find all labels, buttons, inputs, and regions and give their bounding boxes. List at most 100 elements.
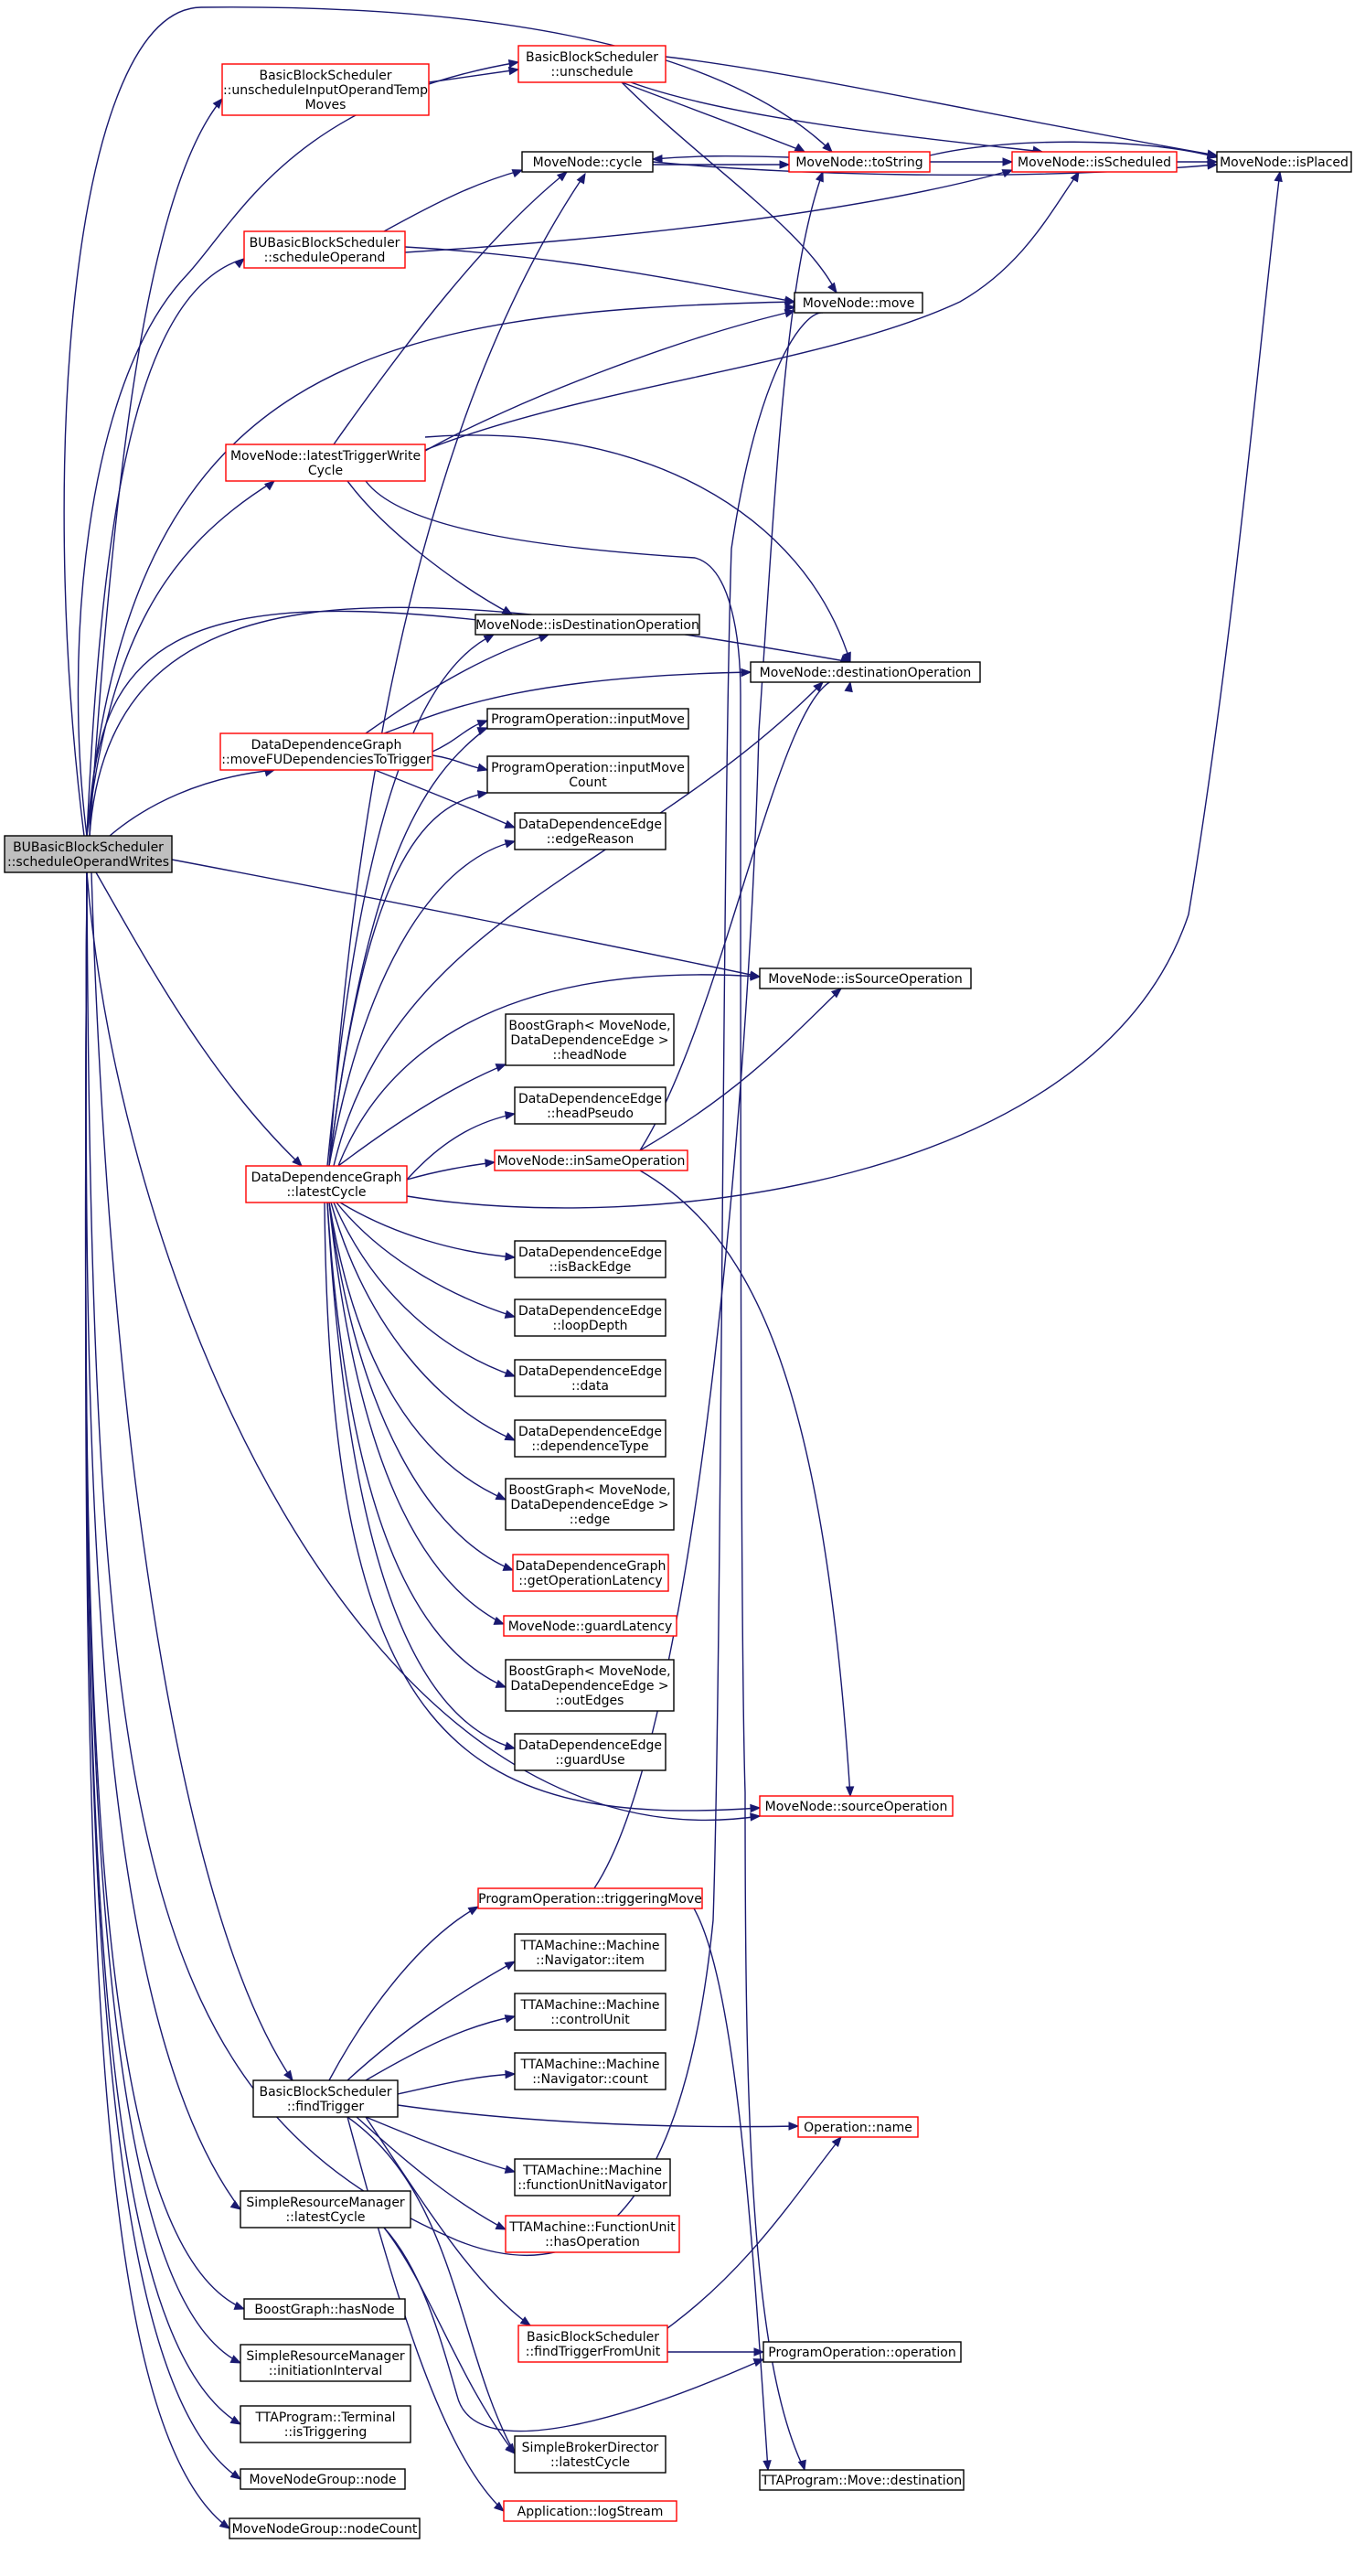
node-op-name[interactable]: Operation::name <box>797 2116 919 2138</box>
node-label-line: ::findTrigger <box>287 2100 365 2114</box>
arrowhead <box>504 2164 517 2174</box>
node-label-line: ::latestCycle <box>286 1185 366 1200</box>
node-tta-funav[interactable]: TTAMachine::Machine::functionUnitNavigat… <box>514 2158 671 2197</box>
node-label-line: ::latestCycle <box>285 2210 365 2225</box>
arrowhead <box>504 1432 517 1441</box>
node-dde-edgereason[interactable]: DataDependenceEdge::edgeReason <box>514 812 667 850</box>
node-dde-data[interactable]: DataDependenceEdge::data <box>514 1359 667 1397</box>
arrowhead <box>750 1812 762 1822</box>
node-box <box>245 1165 408 1203</box>
node-label-line: ::hasOperation <box>545 2235 640 2250</box>
call-edge <box>356 2116 507 2230</box>
node-mn-sourceop[interactable]: MoveNode::sourceOperation <box>759 1795 954 1817</box>
arrowhead <box>830 988 843 999</box>
node-bubbs-schedop[interactable]: BUBasicBlockScheduler::scheduleOperand <box>243 230 406 269</box>
call-edge <box>86 258 246 837</box>
node-mn-isdestop[interactable]: MoveNode::isDestinationOperation <box>475 614 700 636</box>
arrowhead <box>1206 150 1219 159</box>
arrowhead <box>511 169 524 178</box>
node-box <box>762 2341 962 2363</box>
call-edge <box>651 154 790 164</box>
node-tta-nav-item[interactable]: TTAMachine::Machine::Navigator::item <box>514 1933 667 1972</box>
node-dde-guarduse[interactable]: DataDependenceEdge::guardUse <box>514 1733 667 1771</box>
node-bg-outedges[interactable]: BoostGraph< MoveNode,DataDependenceEdge … <box>505 1659 675 1712</box>
call-edge <box>86 297 796 837</box>
node-label-line: TTAMachine::Machine <box>520 1939 660 1953</box>
node-mn-cycle[interactable]: MoveNode::cycle <box>521 151 654 173</box>
node-label-line: MoveNode::isDestinationOperation <box>475 618 699 633</box>
arrowhead <box>476 727 489 736</box>
call-edge-line <box>91 871 293 2081</box>
call-edge-line <box>630 81 1043 153</box>
call-edge-line <box>356 2116 507 2230</box>
call-edge-line <box>383 169 523 232</box>
node-root[interactable]: BUBasicBlockScheduler::scheduleOperandWr… <box>4 835 173 873</box>
node-mng-node[interactable]: MoveNodeGroup::node <box>240 2468 406 2490</box>
node-bg-headnode[interactable]: BoostGraph< MoveNode,DataDependenceEdge … <box>505 1013 675 1066</box>
node-app-logstream[interactable]: Application::logStream <box>503 2500 677 2522</box>
node-mn-tostring[interactable]: MoveNode::toString <box>788 151 931 173</box>
node-mn-isplaced[interactable]: MoveNode::isPlaced <box>1216 151 1352 173</box>
node-bbs-findtriggerfromunit[interactable]: BasicBlockScheduler::findTriggerFromUnit <box>517 2325 668 2363</box>
node-bg-hasnode[interactable]: BoostGraph::hasNode <box>243 2298 406 2320</box>
node-ttap-isTriggering[interactable]: TTAProgram::Terminal::isTriggering <box>240 2405 411 2443</box>
node-label-line: TTAMachine::Machine <box>522 2164 662 2178</box>
call-edge <box>404 169 1014 253</box>
node-mn-move[interactable]: MoveNode::move <box>794 292 923 314</box>
arrowhead <box>504 1111 517 1120</box>
node-dde-deptype[interactable]: DataDependenceEdge::dependenceType <box>514 1419 667 1458</box>
node-box <box>475 614 700 636</box>
call-edge <box>84 871 242 2364</box>
node-po-triggeringmove[interactable]: ProgramOperation::triggeringMove <box>477 1887 703 1909</box>
node-mng-nodecount[interactable]: MoveNodeGroup::nodeCount <box>229 2517 421 2539</box>
node-ttap-destination[interactable]: TTAProgram::Move::destination <box>759 2469 965 2491</box>
node-ddg-movefu[interactable]: DataDependenceGraph::moveFUDependenciesT… <box>219 732 433 771</box>
node-po-operation[interactable]: ProgramOperation::operation <box>762 2341 962 2363</box>
call-edge <box>665 56 1219 158</box>
node-srm-initinterval[interactable]: SimpleResourceManager::initiationInterva… <box>240 2344 411 2382</box>
node-srm-latestcycle[interactable]: SimpleResourceManager::latestCycle <box>240 2190 411 2229</box>
arrowhead <box>467 1906 480 1916</box>
node-mn-isscheduled[interactable]: MoveNode::isScheduled <box>1011 151 1178 173</box>
node-dde-isbackedge[interactable]: DataDependenceEdge::isBackEdge <box>514 1240 667 1278</box>
call-edge-line <box>406 1113 516 1181</box>
arrowhead <box>495 2221 507 2230</box>
node-sbd-latestcycle[interactable]: SimpleBrokerDirector::latestCycle <box>514 2435 667 2474</box>
call-edge-line <box>86 871 761 1822</box>
call-edge-line <box>365 2116 516 2173</box>
call-edge <box>328 790 489 1167</box>
arrowhead <box>495 1064 507 1073</box>
node-dde-headpseudo[interactable]: DataDependenceEdge::headPseudo <box>514 1086 667 1125</box>
node-mn-issourceop[interactable]: MoveNode::isSourceOperation <box>759 967 972 989</box>
call-edge-line <box>89 610 495 837</box>
call-edge <box>1177 157 1219 166</box>
node-label-line: MoveNode::isScheduled <box>1018 155 1171 170</box>
node-mn-insameop[interactable]: MoveNode::inSameOperation <box>494 1149 688 1171</box>
node-bbs-unschedule[interactable]: BasicBlockScheduler::unschedule <box>517 45 667 83</box>
node-label-line: MoveNode::cycle <box>533 155 643 170</box>
node-tta-controlunit[interactable]: TTAMachine::Machine::controlUnit <box>514 1993 667 2031</box>
node-bg-edge[interactable]: BoostGraph< MoveNode,DataDependenceEdge … <box>505 1478 675 1531</box>
call-edge <box>929 141 1219 159</box>
node-label-line: ::Navigator::item <box>536 1953 645 1968</box>
node-ddg-getoplat[interactable]: DataDependenceGraph::getOperationLatency <box>512 1554 669 1592</box>
node-bbs-unsched-input[interactable]: BasicBlockScheduler::unscheduleInputOper… <box>221 63 430 116</box>
node-dde-loopdepth[interactable]: DataDependenceEdge::loopDepth <box>514 1299 667 1337</box>
call-edge <box>89 610 496 837</box>
node-label-line: BasicBlockScheduler <box>526 50 658 65</box>
node-po-inputmove[interactable]: ProgramOperation::inputMove <box>486 708 689 730</box>
node-tta-hasop[interactable]: TTAMachine::FunctionUnit::hasOperation <box>505 2215 680 2253</box>
node-box <box>514 1240 667 1278</box>
node-ddg-latestcycle[interactable]: DataDependenceGraph::latestCycle <box>245 1165 408 1203</box>
call-edge <box>328 172 586 1167</box>
node-label-line: DataDependenceGraph <box>251 738 402 753</box>
node-mn-guardlatency[interactable]: MoveNode::guardLatency <box>503 1615 677 1637</box>
node-bbs-findtrigger[interactable]: BasicBlockScheduler::findTrigger <box>252 2079 399 2118</box>
node-mn-destop[interactable]: MoveNode::destinationOperation <box>750 661 981 683</box>
arrowhead <box>504 1741 517 1750</box>
node-tta-nav-count[interactable]: TTAMachine::Machine::Navigator::count <box>514 2052 667 2090</box>
node-box <box>240 2190 411 2229</box>
call-edge <box>339 1202 517 1261</box>
